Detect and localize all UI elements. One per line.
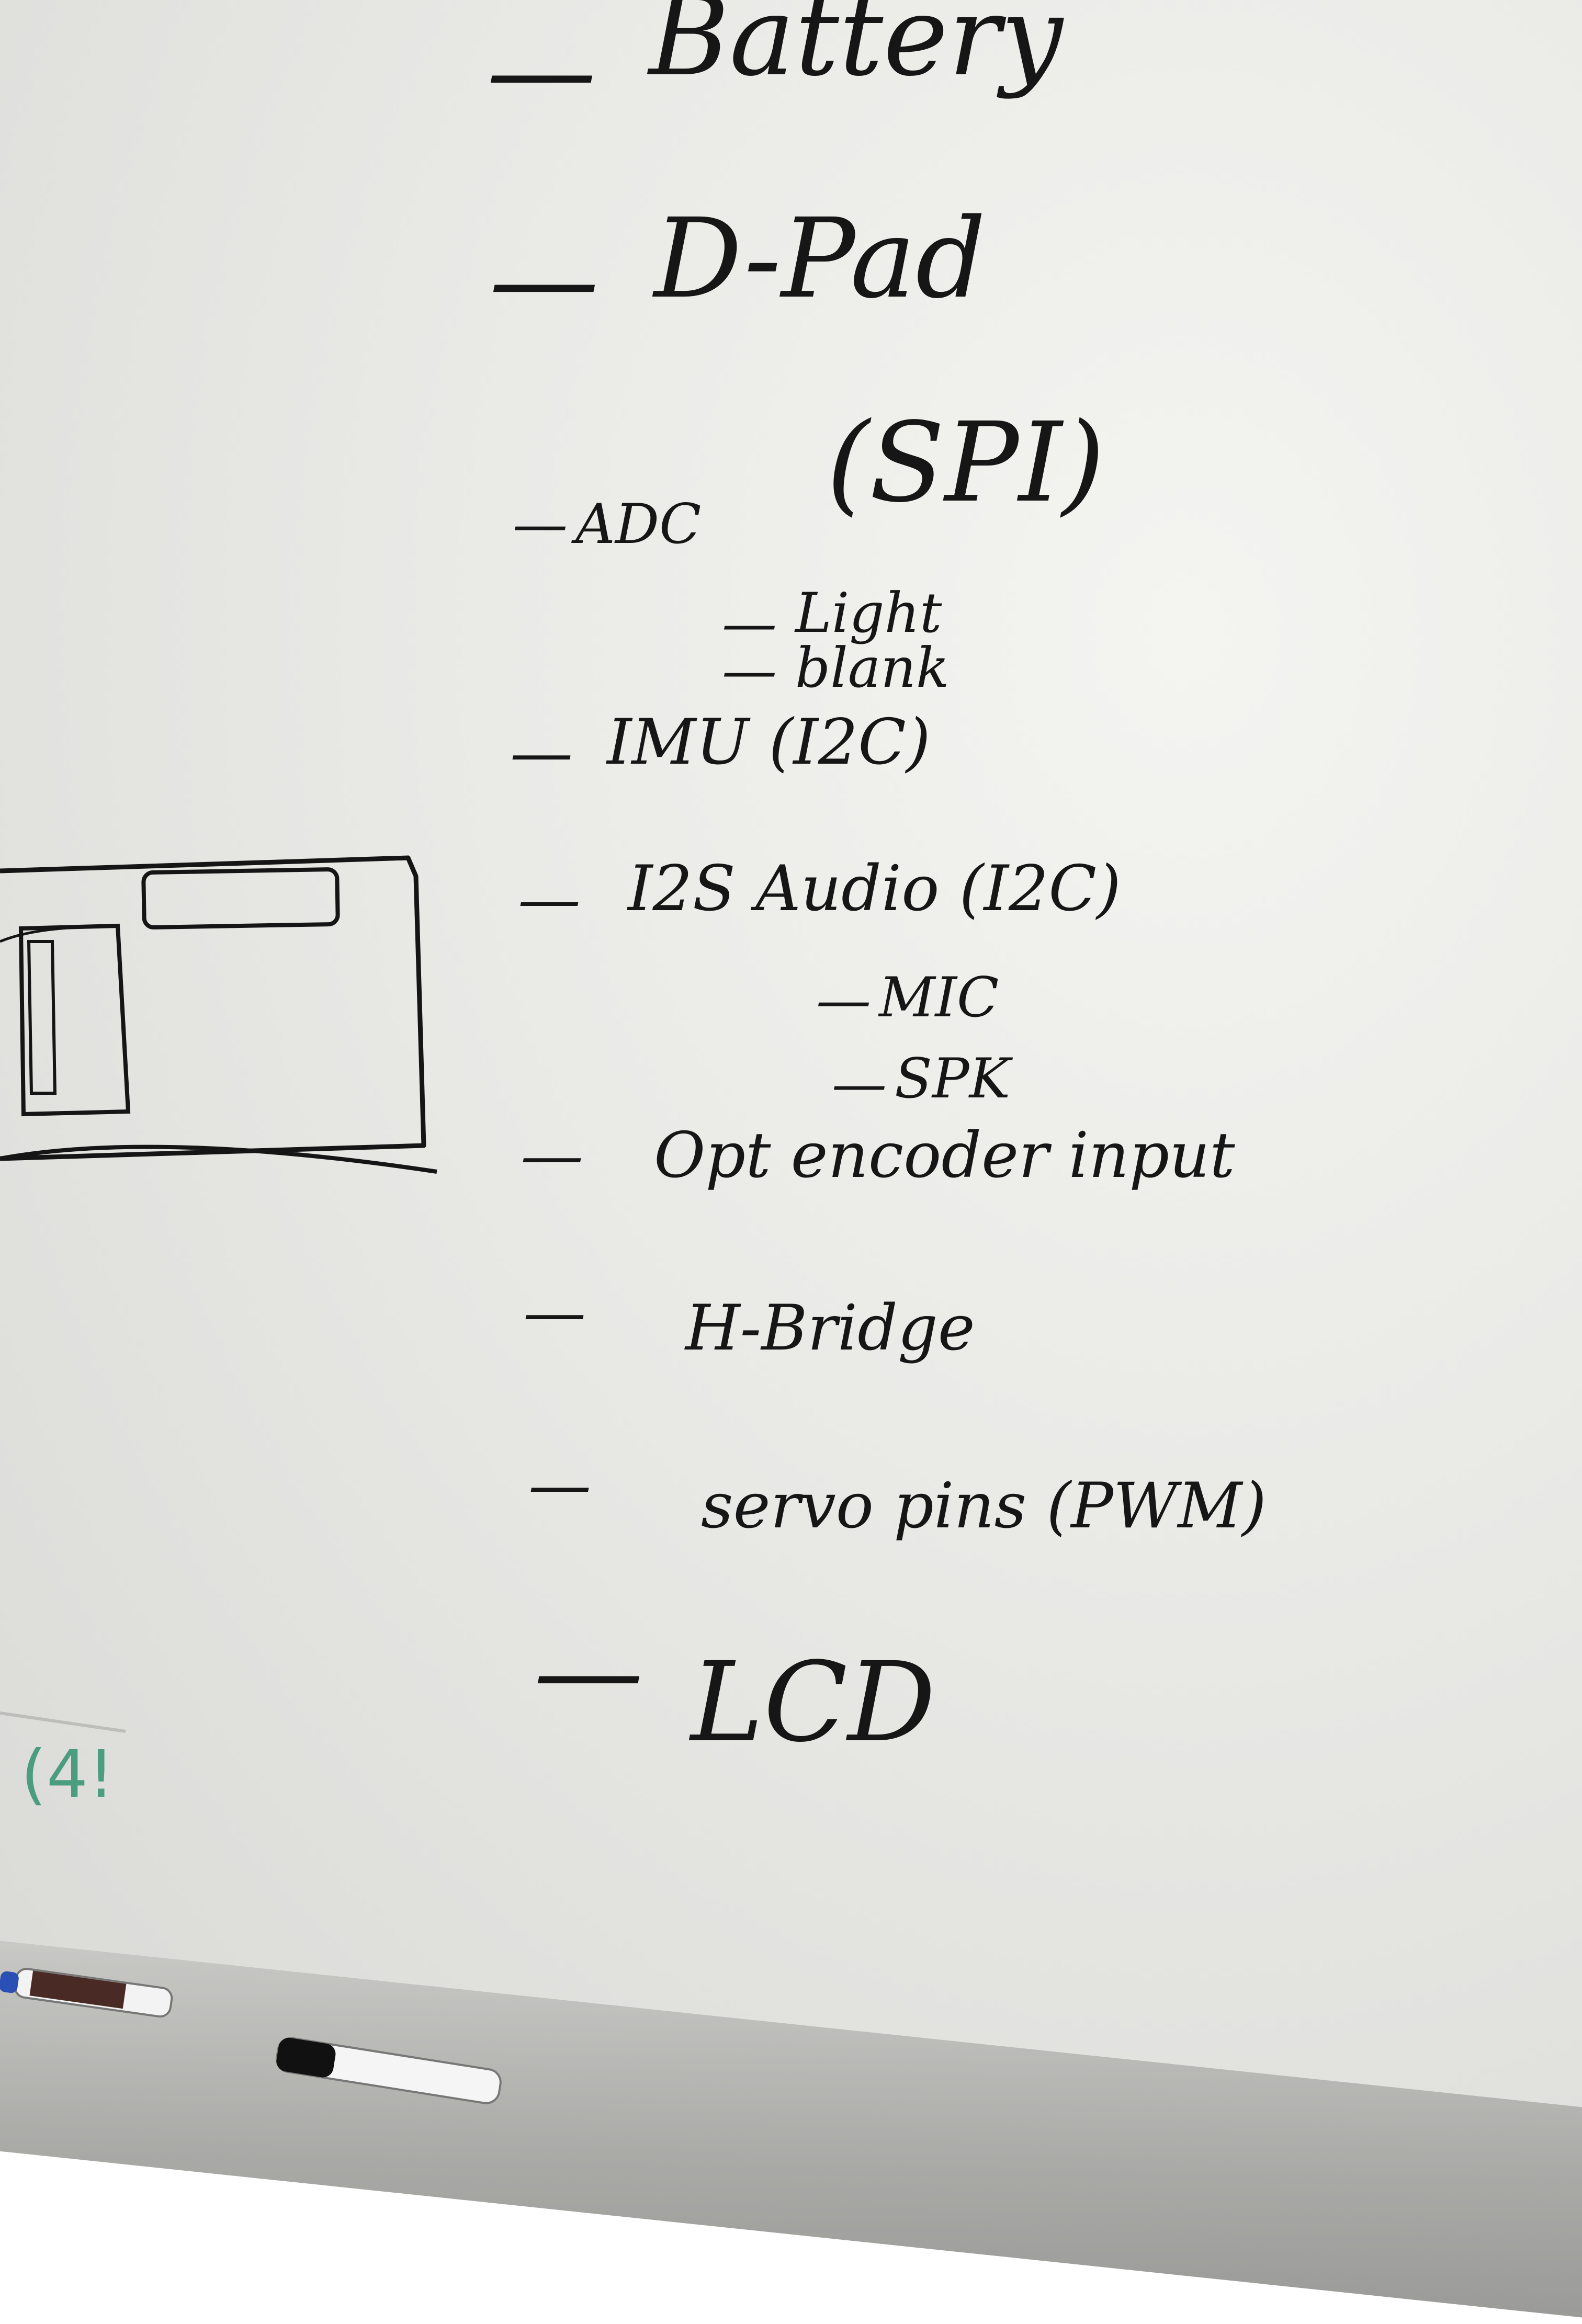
item-mic: MIC [879, 966, 999, 1029]
item-dash-adc: — [513, 492, 568, 556]
item-opt-encoder: Opt encoder input [654, 1119, 1235, 1192]
item-dash-dpad: — [489, 216, 599, 344]
item-dash-battery: — [487, 6, 596, 134]
item-dash-lcd: — [534, 1607, 643, 1735]
item-spi: (SPI) [827, 399, 1105, 527]
item-dash-encoder: — [521, 1119, 583, 1192]
item-dash-spk: — [832, 1052, 887, 1116]
item-dash-light: — [722, 592, 777, 655]
item-lcd: LCD [691, 1638, 936, 1766]
item-dpad: D-Pad [654, 195, 986, 323]
device-sketch-icon [0, 855, 437, 1733]
item-light: Light [795, 581, 942, 645]
item-dash-i2s: — [518, 863, 581, 936]
item-blank: blank [795, 636, 950, 700]
item-imu: IMU (I2C) [607, 706, 931, 779]
item-servo-pins: servo pins (PWM) [701, 1470, 1267, 1543]
item-dash-blank: — [722, 639, 777, 702]
item-dash-hbridge: — [523, 1276, 586, 1349]
item-adc: ADC [575, 492, 702, 556]
item-spk: SPK [895, 1047, 1011, 1110]
item-dash-mic: — [816, 968, 871, 1032]
whiteboard-surface [0, 0, 1582, 2109]
item-i2s-audio: I2S Audio (I2C) [628, 853, 1121, 925]
item-dash-servo: — [528, 1449, 591, 1522]
item-dash-imu: — [510, 717, 573, 789]
item-hbridge: H-Bridge [685, 1292, 975, 1365]
item-battery: Battery [649, 0, 1063, 100]
marker-icon [0, 1968, 502, 2104]
corner-note: (4! [21, 1737, 115, 1812]
